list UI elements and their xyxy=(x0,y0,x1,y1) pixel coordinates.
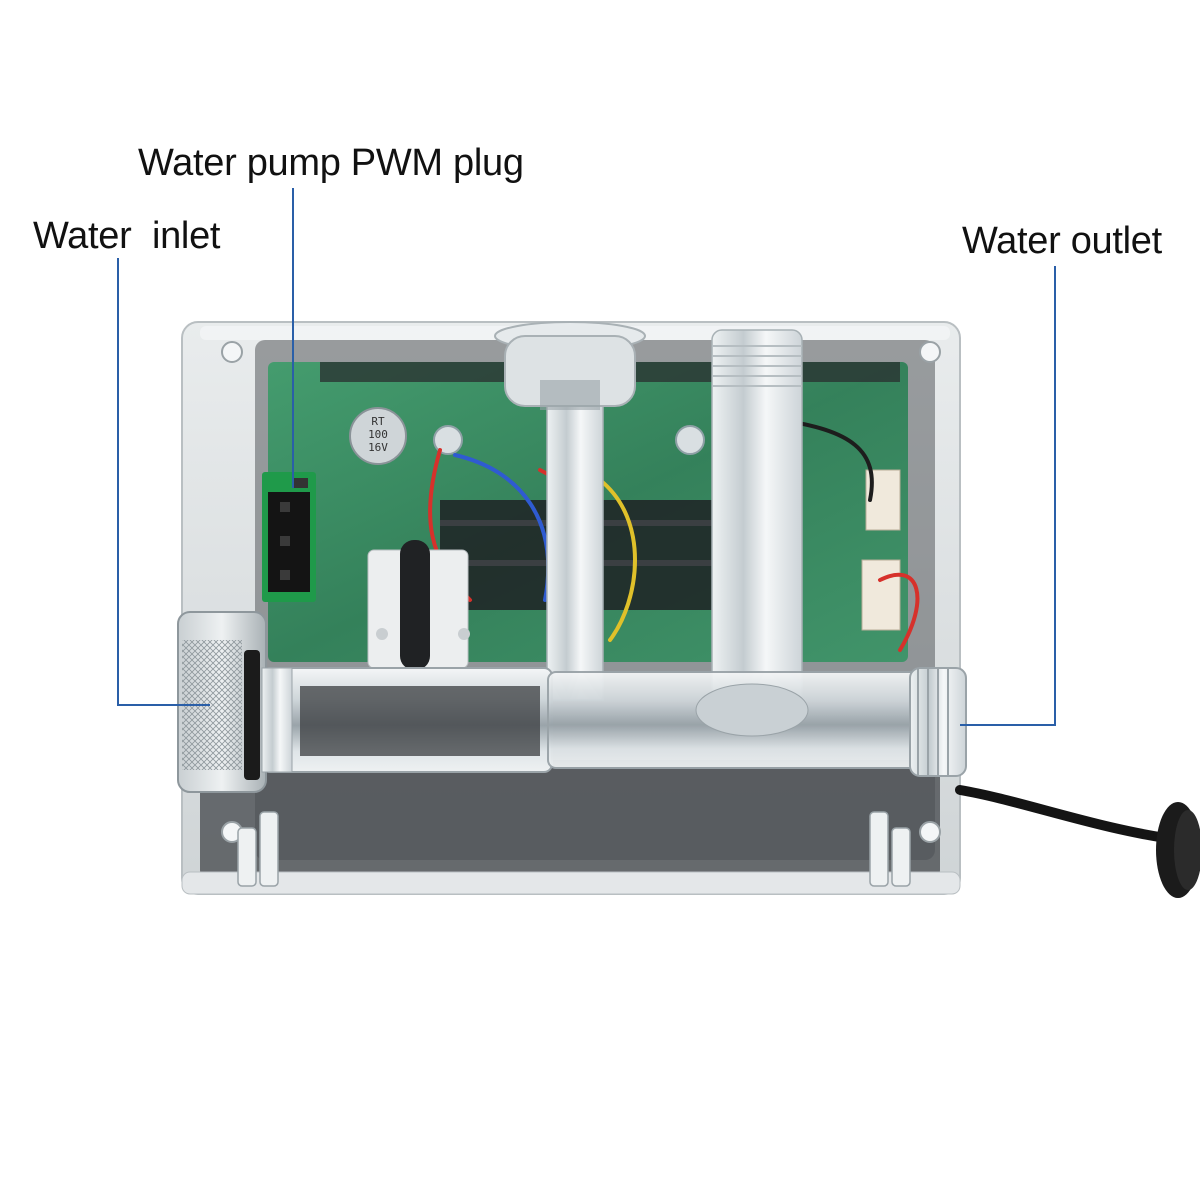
water-inlet-label: Water inlet xyxy=(33,215,221,257)
leader-outlet xyxy=(960,266,1056,726)
vertical-tube-right xyxy=(711,329,803,711)
water-inlet-fitting xyxy=(177,611,293,793)
horizontal-pipe xyxy=(261,667,919,773)
water-outlet-label: Water outlet xyxy=(962,220,1162,262)
leader-lines xyxy=(117,188,1056,726)
capacitor-text-2: 100 xyxy=(368,428,388,441)
capacitor-text-3: 16V xyxy=(368,441,388,454)
power-cable xyxy=(955,785,1200,898)
leader-inlet xyxy=(117,258,210,706)
capacitor-text-1: RT xyxy=(371,415,385,428)
capacitor: RT 100 16V xyxy=(349,407,407,465)
pwm-plug-label: Water pump PWM plug xyxy=(138,142,524,184)
vertical-tube-left xyxy=(494,321,646,701)
pwm-plug-connector xyxy=(262,472,316,602)
water-outlet-fitting xyxy=(909,667,967,777)
cable-clip xyxy=(367,540,470,670)
screws xyxy=(237,811,911,887)
